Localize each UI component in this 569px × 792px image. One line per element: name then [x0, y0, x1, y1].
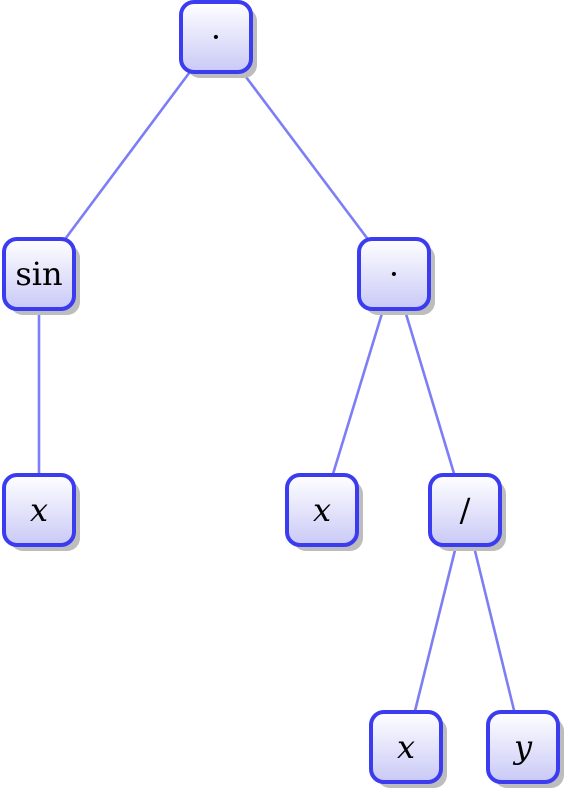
- node-box: [357, 237, 431, 311]
- node-label: y: [512, 728, 533, 766]
- edge-div-y: [472, 544, 516, 713]
- node-label: /: [460, 491, 471, 529]
- node-mul2: ·: [357, 237, 435, 315]
- node-label: x: [313, 491, 331, 529]
- node-x2: x: [285, 473, 363, 551]
- node-box: [179, 0, 253, 74]
- node-box: [369, 710, 443, 784]
- node-box: [2, 473, 76, 547]
- node-label: x: [397, 728, 415, 766]
- node-y: y: [486, 710, 564, 788]
- node-label: ·: [389, 255, 399, 293]
- node-box: [285, 473, 359, 547]
- node-x1: x: [2, 473, 80, 551]
- node-div: /: [428, 473, 506, 551]
- node-label: x: [30, 491, 48, 529]
- edge-root-mul2: [241, 71, 369, 240]
- edge-root-sin: [64, 71, 191, 240]
- node-label: sin: [15, 255, 62, 293]
- edge-div-x3: [413, 544, 458, 713]
- node-box: [2, 237, 76, 311]
- node-label: ·: [211, 18, 221, 56]
- edges-layer: [37, 71, 516, 713]
- node-x3: x: [369, 710, 447, 788]
- node-root: ·: [179, 0, 257, 78]
- node-sin: sin: [2, 237, 80, 315]
- node-box: [486, 710, 560, 784]
- edge-mul2-div: [403, 308, 456, 476]
- edge-mul2-x2: [331, 308, 385, 476]
- node-box: [428, 473, 502, 547]
